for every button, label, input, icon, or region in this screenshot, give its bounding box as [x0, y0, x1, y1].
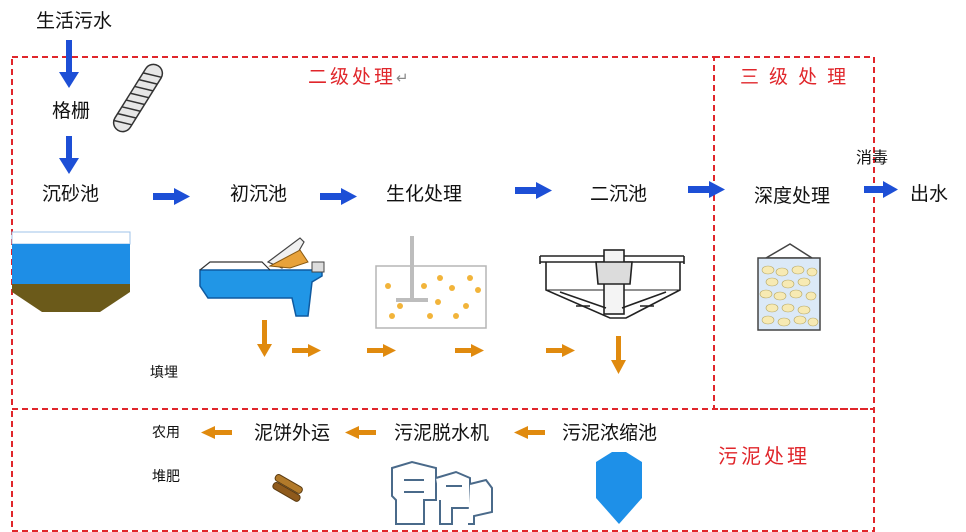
sludge-arrow-left-2 — [345, 426, 376, 439]
primary-clarifier-image — [199, 237, 325, 317]
label-compost: 堆肥 — [152, 469, 180, 485]
label-screen: 格栅 — [52, 100, 91, 122]
label-cake-transport: 泥饼外运 — [254, 422, 331, 444]
return-mark: ↵ — [396, 69, 409, 87]
tertiary-treatment-frame — [713, 56, 875, 410]
tertiary-stage-title: 三 级 处 理 — [740, 66, 849, 88]
sludge-arrow-right-2 — [367, 344, 396, 357]
arrow-advanced-to-effluent — [864, 181, 898, 198]
label-effluent: 出水 — [910, 183, 949, 205]
sludge-arrow-right-3 — [455, 344, 484, 357]
advanced-treatment-tank-image — [757, 243, 821, 331]
label-thickener: 污泥浓缩池 — [562, 422, 658, 444]
sludge-stage-title: 污泥处理 — [718, 444, 810, 468]
arrow-screen-to-grit — [59, 136, 79, 174]
sludge-treatment-frame — [11, 408, 875, 532]
sludge-arrow-right-1 — [292, 344, 321, 357]
label-secondary-clarifier: 二沉池 — [590, 183, 648, 205]
label-dewatering: 污泥脱水机 — [394, 422, 490, 444]
sludge-arrow-left-1 — [514, 426, 545, 439]
screen-coil-image — [112, 63, 164, 133]
dewatering-machine-image — [391, 460, 493, 525]
arrow-primary-to-bio — [320, 188, 357, 205]
arrow-bio-to-secondary — [515, 182, 552, 199]
sludge-arrow-down-secondary — [611, 336, 626, 374]
label-primary-clarifier: 初沉池 — [230, 183, 288, 205]
label-landfill: 填埋 — [150, 365, 178, 381]
arrow-secondary-to-advanced — [688, 181, 725, 198]
arrow-sewage-to-screen — [59, 40, 79, 88]
label-grit-chamber: 沉砂池 — [42, 183, 100, 205]
label-agriculture: 农用 — [152, 425, 180, 441]
label-sewage: 生活污水 — [36, 10, 113, 32]
secondary-clarifier-image — [539, 249, 685, 319]
sludge-arrow-right-4 — [546, 344, 575, 357]
sludge-arrow-left-3 — [201, 426, 232, 439]
sludge-arrow-down-primary — [257, 320, 272, 357]
secondary-stage-title: 二级处理 — [308, 66, 397, 88]
secondary-stage-heading: 二级处理↵ — [308, 66, 409, 88]
label-biological: 生化处理 — [386, 183, 463, 205]
bio-reactor-image — [375, 236, 487, 329]
arrow-grit-to-primary — [153, 188, 190, 205]
label-advanced: 深度处理 — [754, 185, 831, 207]
label-disinfection: 消毒 — [856, 148, 889, 167]
sludge-cake-image — [272, 474, 303, 502]
thickener-tank-image — [596, 452, 642, 524]
grit-chamber-image — [11, 231, 131, 312]
